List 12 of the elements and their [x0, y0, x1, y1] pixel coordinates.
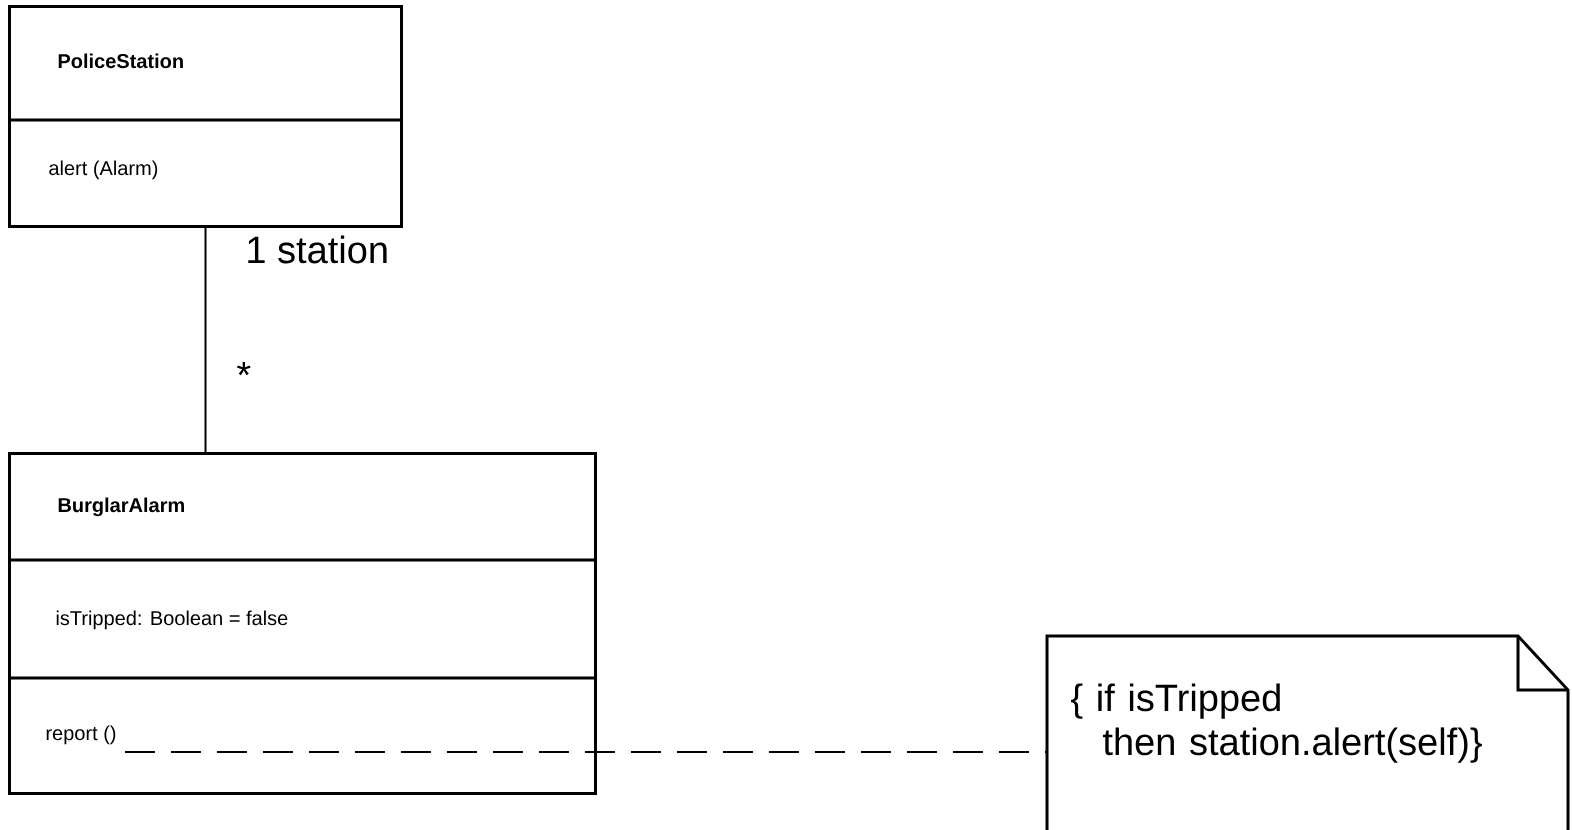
- class-name: PoliceStation: [58, 53, 183, 69]
- note-text: { if isTripped then station.alert(self)}: [1071, 683, 1482, 763]
- note: [1045, 634, 1570, 830]
- class-name: BurglarAlarm: [58, 497, 184, 517]
- operation: alert (Alarm): [49, 160, 158, 180]
- multiplicity: *: [237, 361, 251, 376]
- class-box: [8, 452, 597, 795]
- operation: report (): [46, 725, 116, 745]
- class-box: [8, 5, 403, 228]
- association-line: [123, 751, 1048, 753]
- association-line: [204, 227, 207, 453]
- attribute: isTripped: Boolean = false: [56, 610, 288, 630]
